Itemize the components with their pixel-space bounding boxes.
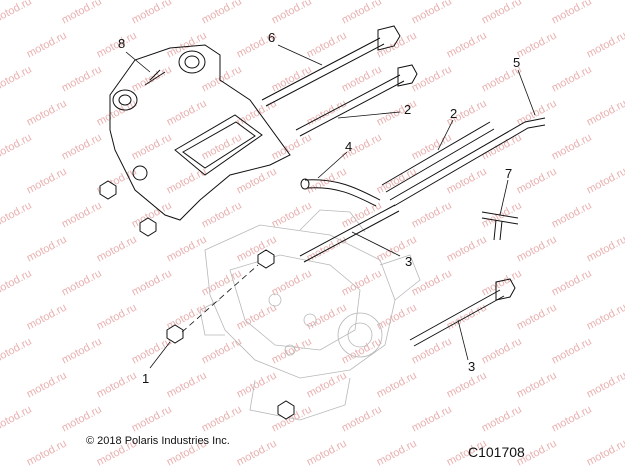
callout-8: 8 [118, 36, 126, 51]
leader-lines [125, 44, 536, 369]
mount-bracket [109, 44, 291, 221]
callout-2-left: 2 [404, 102, 412, 117]
callout-5: 5 [513, 55, 521, 70]
engine-block-faint [199, 209, 421, 421]
bolts [261, 25, 516, 347]
copyright-notice: © 2018 Polaris Industries Inc. [86, 435, 230, 447]
figure-code: C101708 [468, 444, 525, 460]
callout-1: 1 [142, 371, 150, 386]
tee-fitting [481, 211, 519, 241]
frame-tubes [300, 117, 546, 207]
callout-3-lower: 3 [468, 359, 476, 374]
callout-6: 6 [268, 30, 276, 45]
callout-3-upper: 3 [405, 254, 413, 269]
callout-7: 7 [505, 166, 513, 181]
callout-4: 4 [345, 139, 353, 154]
nut-group [99, 180, 295, 420]
callout-2-right: 2 [450, 106, 458, 121]
